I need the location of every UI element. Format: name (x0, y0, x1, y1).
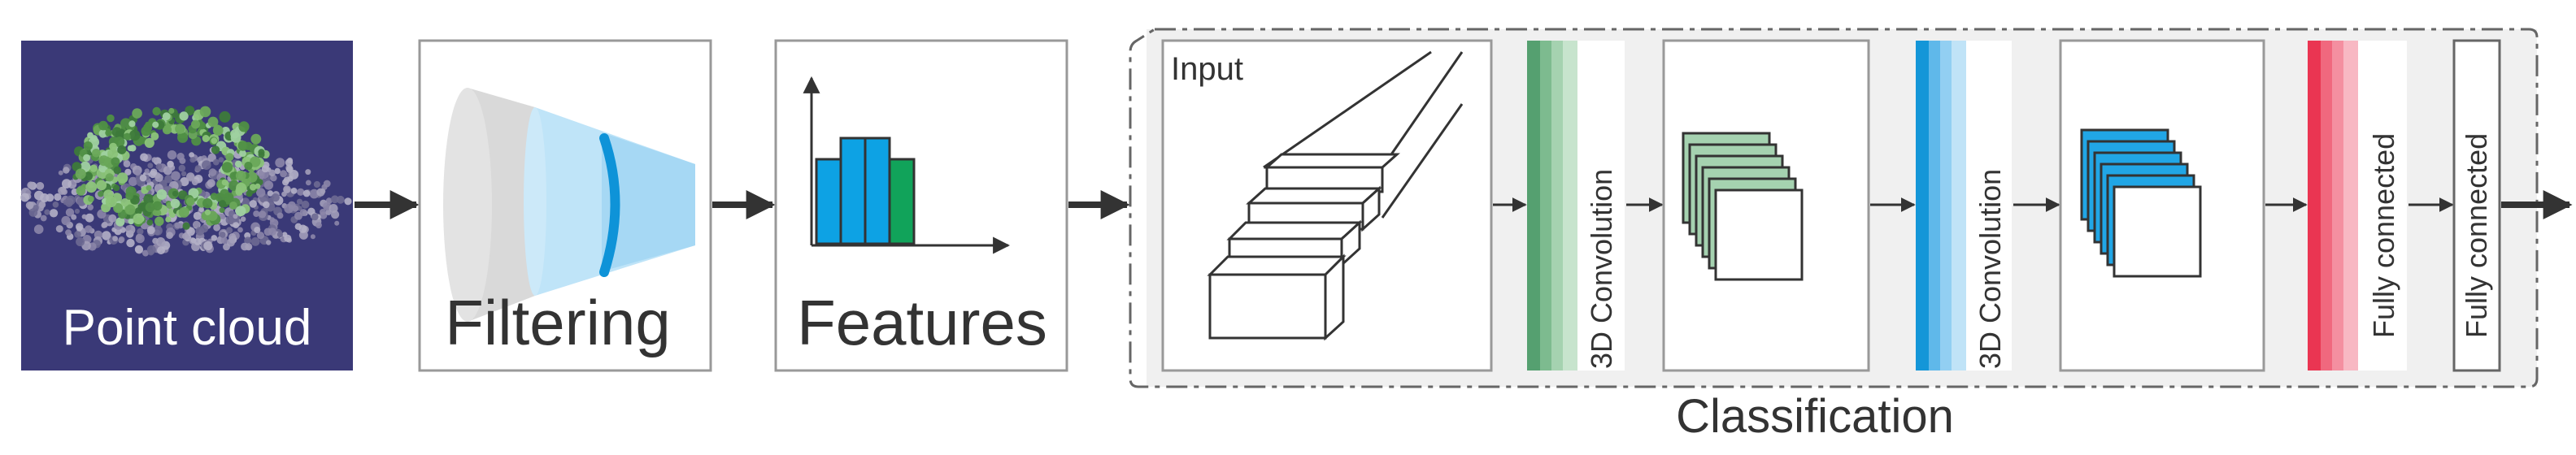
frustum-filter-icon (443, 88, 695, 322)
filtering-label: Filtering (445, 287, 670, 358)
input-label: Input (1171, 51, 1243, 87)
features-label: Features (797, 287, 1047, 358)
point-cloud-label: Point cloud (63, 300, 312, 356)
features-panel: Features (774, 39, 1068, 372)
conv2-label: 3D Convolution (1973, 169, 2007, 369)
histogram-icon (803, 76, 1011, 254)
filtering-panel: Filtering (418, 39, 712, 372)
point-cloud-panel: Point cloud (20, 41, 353, 370)
fc1-layer: Fully connected (2308, 41, 2407, 370)
fc2-label: Fully connected (2460, 133, 2493, 338)
conv1-layer: 3D Convolution (1527, 41, 1625, 370)
stacked-feature-maps-icon (2080, 128, 2202, 278)
fc1-label: Fully connected (2367, 133, 2400, 338)
classification-label: Classification (1676, 390, 1954, 443)
stacked-feature-maps-icon (1682, 132, 1804, 281)
conv1-label: 3D Convolution (1585, 169, 1618, 369)
fc2-layer: Fully connected (2452, 39, 2501, 372)
voxel-columns-icon (1207, 50, 1464, 341)
point-cloud-icon (20, 106, 352, 257)
conv2-layer: 3D Convolution (1916, 41, 2012, 370)
feature-maps-blue-panel (2059, 39, 2265, 372)
input-panel: Input (1161, 39, 1493, 372)
feature-maps-green-panel (1662, 39, 1870, 372)
